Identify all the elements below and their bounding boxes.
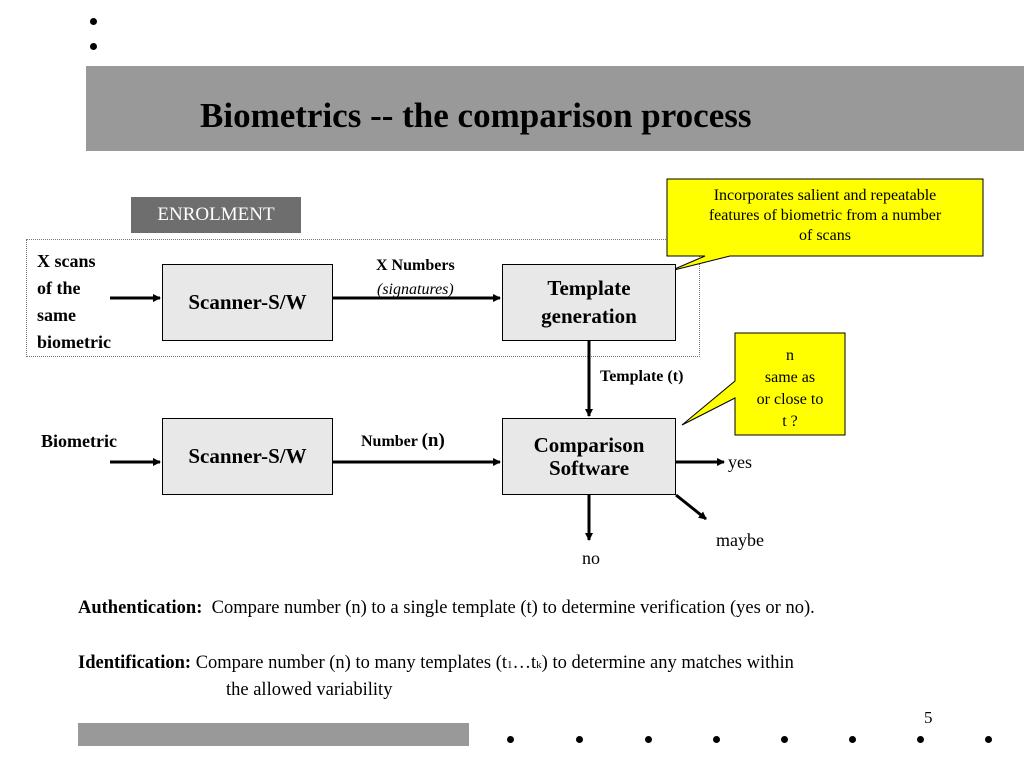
top-bullet-2 <box>90 43 97 50</box>
footer-bullet-8 <box>985 736 992 743</box>
biometric-input-label: Biometric <box>41 431 117 451</box>
arrow-maybe <box>675 493 707 521</box>
signatures-label: (signatures) <box>377 281 454 298</box>
number-label: Number (n) <box>361 430 445 451</box>
compare-callout-shape <box>681 332 846 436</box>
outcome-no: no <box>582 548 600 568</box>
template-callout-shape <box>666 178 984 272</box>
footer-bullet-7 <box>917 736 924 743</box>
slide-title: Biometrics -- the comparison process <box>200 96 752 135</box>
footer-bullet-3 <box>645 736 652 743</box>
identification-line-2: the allowed variability <box>226 680 393 700</box>
scanner-box-verify: Scanner-S/W <box>162 418 333 495</box>
footer-bullet-5 <box>781 736 788 743</box>
footer-bar <box>78 723 469 746</box>
outcome-maybe: maybe <box>716 530 764 550</box>
enrol-input-label: X scans of the same biometric <box>37 251 111 352</box>
authentication-paragraph: Authentication: Compare number (n) to a … <box>78 598 815 618</box>
template-t-label: Template (t) <box>600 368 684 385</box>
footer-bullet-4 <box>713 736 720 743</box>
enrolment-region <box>26 239 700 357</box>
identification-paragraph: Identification: Compare number (n) to ma… <box>78 653 794 673</box>
enrolment-tag: ENROLMENT <box>131 197 301 233</box>
x-numbers-label: X Numbers <box>376 257 455 274</box>
top-bullet-1 <box>90 18 97 25</box>
title-bar <box>86 66 1024 151</box>
slide-number: 5 <box>924 708 933 727</box>
footer-bullet-6 <box>849 736 856 743</box>
footer-bullet-2 <box>576 736 583 743</box>
footer-bullet-1 <box>507 736 514 743</box>
compare-callout-text: n same as or close to t ? <box>756 347 824 430</box>
outcome-yes: yes <box>728 452 752 472</box>
template-callout-text: Incorporates salient and repeatable feat… <box>708 187 942 244</box>
scanner-box-enrol: Scanner-S/W <box>162 264 333 341</box>
